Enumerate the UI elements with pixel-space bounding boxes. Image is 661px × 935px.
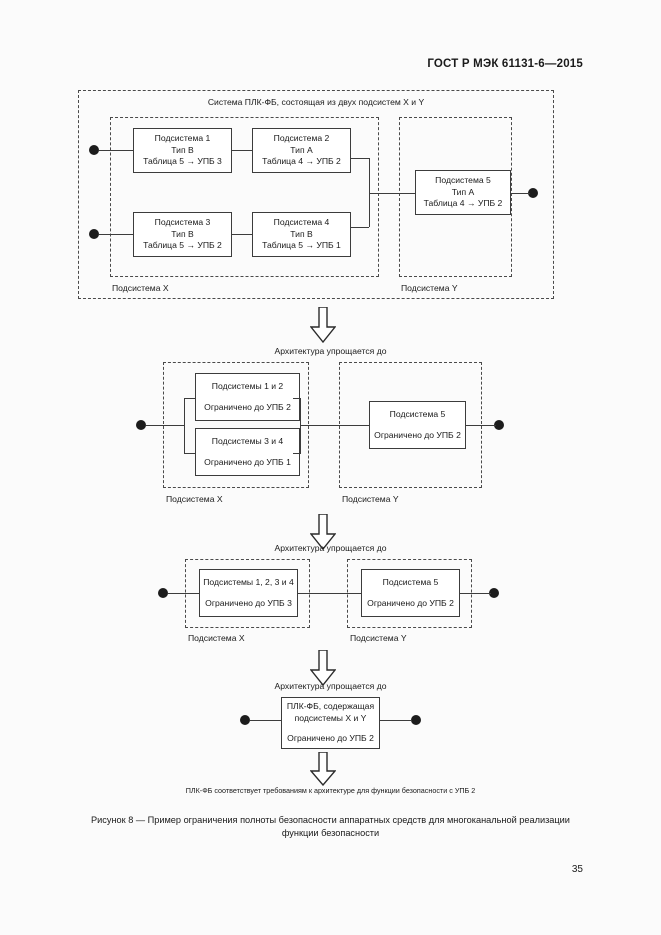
stage1-title: Система ПЛК-ФБ, состоящая из двух подсис… [207,97,425,107]
box-line-1: Подсистема 4 [273,217,330,228]
stage4-terminal-dot-right [411,715,421,725]
stage2-box-subsystems-1-2: Подсистемы 1 и 2 Ограничено до УПБ 2 [195,373,300,421]
terminal-dot-top-left [89,145,99,155]
box-line-3: Таблица 5 → УПБ 1 [262,240,341,251]
transition-3-label: Архитектура упрощается до [274,681,387,691]
box-line-2: подсистемы X и Y [294,712,367,723]
transition-arrow-2 [309,513,337,555]
wire-in-top [99,150,133,151]
stage4-wire-out [380,720,412,721]
transition-1-label: Архитектура упрощается до [274,346,387,356]
wire-box2-out [351,158,369,159]
stage2-subsystem-y-label: Подсистема Y [342,494,399,504]
box-line-1: Подсистемы 1, 2, 3 и 4 [203,577,294,587]
stage2-box-subsystems-3-4: Подсистемы 3 и 4 Ограничено до УПБ 1 [195,428,300,476]
box-line-1: Подсистема 5 [435,175,491,186]
stage3-wire-in [168,593,199,594]
stage1-subsystem-y-label: Подсистема Y [401,283,458,293]
box-line-2: Тип B [171,144,194,155]
box-line-1: Подсистемы 3 и 4 [211,436,284,446]
merge-vertical [369,158,370,227]
stage2-wire-out [466,425,496,426]
stage3-terminal-dot-right [489,588,499,598]
stage1-subsystem-y-outline [399,117,512,277]
wire-box5-out [511,193,530,194]
stage2-terminal-dot-left [136,420,146,430]
stage4-wire-in [250,720,281,721]
box-line-2: Ограничено до УПБ 2 [367,597,454,608]
box-line-3: Таблица 5 → УПБ 2 [143,240,222,251]
stage1-box-subsystem-1: Подсистема 1 Тип B Таблица 5 → УПБ 3 [133,128,232,173]
box-line-2: Тип B [171,228,194,239]
box-line-3: Таблица 4 → УПБ 2 [423,198,503,209]
stage4-box-plc-fb: ПЛК-ФБ, содержащая подсистемы X и Y Огра… [281,697,380,749]
stage2-wire-in [146,425,184,426]
stage3-box-subsystems-1-2-3-4: Подсистемы 1, 2, 3 и 4 Ограничено до УПБ… [199,569,298,617]
stage2-wire-mid [300,425,369,426]
box-line-1: Подсистема 2 [273,133,330,144]
box-line-3: Ограничено до УПБ 2 [287,733,374,744]
figure-caption: Рисунок 8 — Пример ограничения полноты б… [0,814,661,840]
stage1-box-subsystem-3: Подсистема 3 Тип B Таблица 5 → УПБ 2 [133,212,232,257]
stage3-box-subsystem-5: Подсистема 5 Ограничено до УПБ 2 [361,569,460,617]
box-line-1: ПЛК-ФБ, содержащая [286,701,375,712]
system-container-outline [78,90,554,299]
stage3-subsystem-x-label: Подсистема X [188,633,245,643]
stage1-subsystem-x-label: Подсистема X [112,283,169,293]
box-line-1: Подсистема 5 [389,409,446,419]
stage1-box-subsystem-5: Подсистема 5 Тип A Таблица 4 → УПБ 2 [415,170,511,215]
stage2-bracket-right-bottom [293,453,301,454]
wire-box3-box4 [232,234,252,235]
document-header: ГОСТ Р МЭК 61131-6—2015 [427,58,583,70]
box-line-2: Ограничено до УПБ 2 [374,429,461,440]
box-line-2: Ограничено до УПБ 3 [205,597,292,608]
stage2-bracket-left [184,398,185,453]
terminal-dot-right [528,188,538,198]
box-line-1: Подсистемы 1 и 2 [211,381,284,391]
stage3-wire-mid [298,593,361,594]
box-line-2: Тип B [290,228,313,239]
box-line-2: Ограничено до УПБ 1 [204,456,291,467]
box-line-2: Тип A [290,144,313,155]
box-line-3: Таблица 4 → УПБ 2 [262,156,341,167]
stage4-terminal-dot-left [240,715,250,725]
box-line-2: Тип A [451,186,475,197]
stage3-subsystem-y-label: Подсистема Y [350,633,407,643]
stage2-subsystem-x-label: Подсистема X [166,494,223,504]
conclusion-text: ПЛК-ФБ соответствует требованиям к архит… [185,786,476,795]
wire-box1-box2 [232,150,252,151]
figure-caption-line-2: функции безопасности [281,828,380,838]
stage3-wire-out [460,593,491,594]
page-number: 35 [571,864,583,875]
transition-2-label: Архитектура упрощается до [274,543,387,553]
terminal-dot-bottom-left [89,229,99,239]
box-line-2: Ограничено до УПБ 2 [204,401,291,412]
stage1-box-subsystem-4: Подсистема 4 Тип B Таблица 5 → УПБ 1 [252,212,351,257]
transition-arrow-1 [309,306,337,348]
stage2-bracket-right-top [293,398,301,399]
transition-arrow-3 [309,649,337,691]
figure-caption-line-1: Рисунок 8 — Пример ограничения полноты б… [91,815,570,825]
stage2-terminal-dot-right [494,420,504,430]
box-line-1: Подсистема 1 [154,133,211,144]
stage3-terminal-dot-left [158,588,168,598]
stage2-box-subsystem-5: Подсистема 5 Ограничено до УПБ 2 [369,401,466,449]
box-line-3: Таблица 5 → УПБ 3 [143,156,222,167]
wire-box4-out [351,227,369,228]
stage1-subsystem-x-outline [110,117,379,277]
box-line-1: Подсистема 3 [154,217,211,228]
transition-arrow-4 [309,751,337,791]
wire-in-bottom [99,234,133,235]
stage2-bracket-left-bottom [184,453,195,454]
stage1-box-subsystem-2: Подсистема 2 Тип A Таблица 4 → УПБ 2 [252,128,351,173]
wire-merge-to-box5 [369,193,415,194]
stage2-bracket-left-top [184,398,195,399]
box-line-1: Подсистема 5 [382,577,439,587]
